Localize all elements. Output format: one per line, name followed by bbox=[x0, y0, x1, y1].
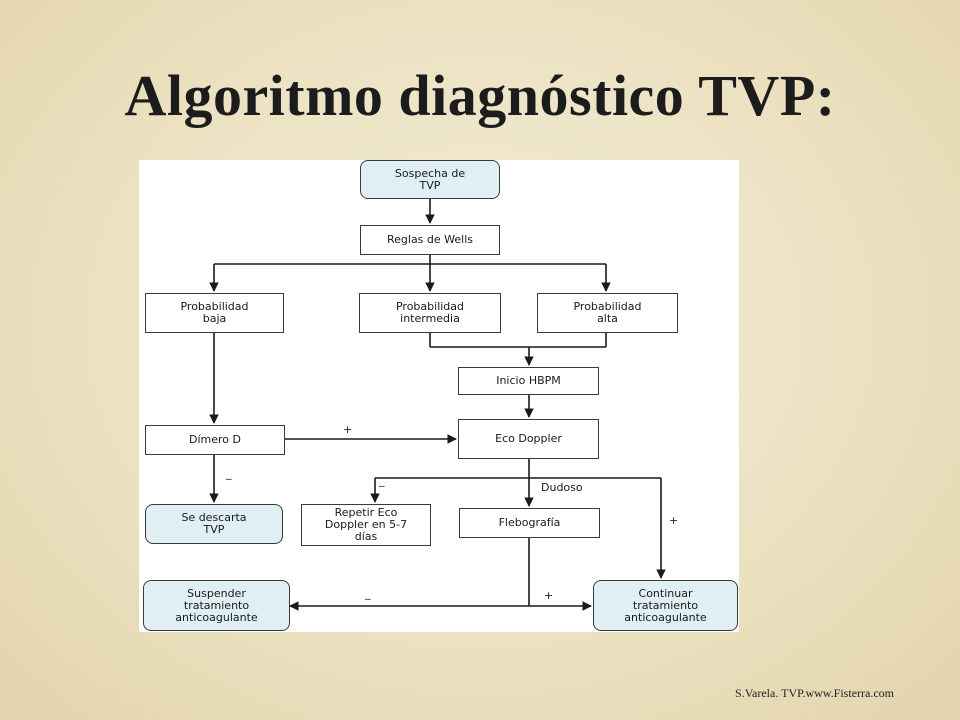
label-eco-negative: _ bbox=[379, 474, 385, 487]
node-prob-alta: Probabilidad alta bbox=[537, 293, 678, 333]
flowchart-connectors bbox=[209, 199, 666, 611]
slide-title: Algoritmo diagnóstico TVP: bbox=[124, 63, 836, 128]
node-dimero-d: Dímero D bbox=[145, 425, 285, 455]
node-repetir-eco: Repetir Eco Doppler en 5-7 días bbox=[301, 504, 431, 546]
node-reglas-wells: Reglas de Wells bbox=[360, 225, 500, 255]
node-se-descarta: Se descarta TVP bbox=[145, 504, 283, 544]
node-suspender: Suspender tratamiento anticoagulante bbox=[143, 580, 290, 631]
node-eco-doppler: Eco Doppler bbox=[458, 419, 599, 459]
label-fleb-positive: + bbox=[544, 589, 554, 602]
label-dimero-negative: _ bbox=[226, 467, 232, 480]
label-eco-dudoso: Dudoso bbox=[541, 481, 583, 494]
label-dimero-positive: + bbox=[343, 423, 353, 436]
label-fleb-negative: _ bbox=[365, 587, 371, 600]
node-continuar: Continuar tratamiento anticoagulante bbox=[593, 580, 738, 631]
node-prob-baja: Probabilidad baja bbox=[145, 293, 284, 333]
node-flebografia: Flebografía bbox=[459, 508, 600, 538]
label-eco-positive: + bbox=[669, 514, 679, 527]
node-inicio-hbpm: Inicio HBPM bbox=[458, 367, 599, 395]
node-prob-intermedia: Probabilidad intermedia bbox=[359, 293, 501, 333]
flowchart-panel: Sospecha de TVP Reglas de Wells Probabil… bbox=[139, 160, 739, 632]
source-credit: S.Varela. TVP.www.Fisterra.com bbox=[735, 686, 894, 700]
node-sospecha-tvp: Sospecha de TVP bbox=[360, 160, 500, 199]
